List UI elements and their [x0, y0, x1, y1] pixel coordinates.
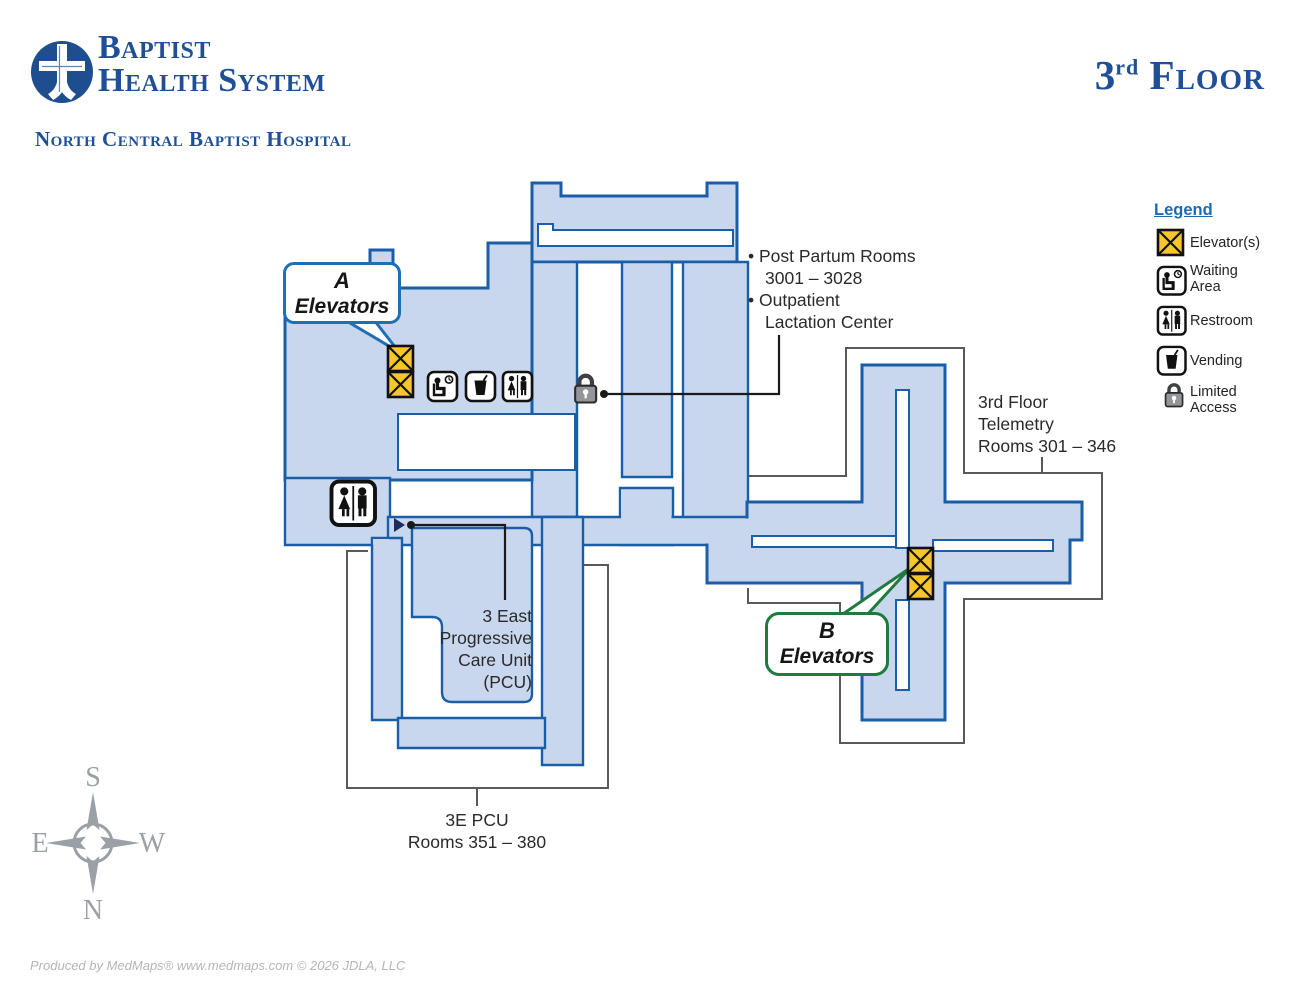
room-cutouts [397, 223, 1054, 691]
legend-restroom-icon [1156, 305, 1187, 336]
annotation-line: Telemetry [978, 414, 1054, 434]
annotation-line: • Outpatient [748, 290, 840, 310]
floor-ordinal: rd [1115, 54, 1140, 80]
legend-label-waiting-1: Waiting [1190, 263, 1238, 279]
legend-label-waiting-2: Area [1190, 279, 1221, 295]
pcu-annotation: 3 East Progressive Care Unit (PCU) [402, 605, 532, 693]
compass-south-label: S [85, 762, 101, 793]
cross-slot-vert-top [895, 389, 910, 549]
callout-b-line2: Elevators [779, 645, 875, 669]
postpartum-leader [604, 335, 781, 396]
north-tower-bar [530, 181, 739, 264]
leader-lines [411, 335, 781, 600]
annotation-line: Lactation Center [765, 312, 894, 332]
pcu-rooms-annotation: 3E PCU Rooms 351 – 380 [377, 809, 577, 853]
floor-word: Floor [1149, 52, 1265, 98]
restroom-icon [501, 370, 534, 403]
pcu-leader [411, 523, 507, 600]
producer-credit: Produced by MedMaps® www.medmaps.com © 2… [30, 958, 406, 973]
annotation-line: 3 East [482, 606, 532, 626]
legend-elevator-icon [1156, 228, 1185, 257]
elevator-a-icon [386, 344, 415, 373]
legend-limited-access-icon [1163, 383, 1185, 409]
callout-b-elevators: B Elevators [765, 612, 889, 676]
floor-title: 3rd Floor [1095, 55, 1265, 96]
north-tower-right-column [681, 260, 750, 520]
annotation-line: Progressive [439, 628, 532, 648]
floor-number: 3 [1094, 52, 1116, 98]
annotation-line: • Post Partum Rooms [748, 246, 916, 266]
junction-patch [621, 489, 672, 544]
legend-label-limited-2: Access [1190, 400, 1237, 416]
legend-label-limited-1: Limited [1190, 384, 1237, 400]
legend-waiting-area-icon [1156, 265, 1188, 297]
north-tower-left-column [530, 260, 579, 519]
pcu-marker-triangle [394, 518, 405, 532]
pcu-center-block [410, 526, 534, 704]
cross-slot-horiz-right [932, 539, 1054, 552]
annotation-line: 3E PCU [445, 810, 509, 830]
legend-label-restroom: Restroom [1190, 313, 1253, 329]
brand-name-line1: Baptist [98, 29, 211, 66]
elevator-b-icon [906, 546, 935, 575]
west-room-block [397, 413, 576, 471]
callout-a-line2: Elevators [294, 295, 390, 319]
compass-north-label: N [83, 895, 103, 926]
pcu-right-corridor [540, 515, 585, 767]
brand-name-line2: Health System [98, 62, 326, 99]
legend-label-elevators: Elevator(s) [1190, 235, 1261, 251]
waiting-area-icon [426, 370, 459, 403]
postpartum-annotation: • Post Partum Rooms 3001 – 3028 • Outpat… [748, 245, 916, 333]
callout-a-elevators: A Elevators [283, 262, 401, 324]
tower-slot [537, 223, 734, 247]
postpartum-leader-dot [600, 390, 608, 398]
legend-vending-icon [1156, 345, 1187, 376]
annotation-line: Care Unit [458, 650, 532, 670]
brand-logo [31, 41, 93, 103]
annotation-line: 3001 – 3028 [765, 268, 863, 288]
legend-label-vending: Vending [1190, 353, 1243, 369]
annotation-line: 3rd Floor [978, 392, 1049, 412]
annotation-line: (PCU) [483, 672, 532, 692]
annotation-line: Rooms 351 – 380 [407, 832, 547, 852]
annotation-line: Rooms 301 – 346 [978, 436, 1117, 456]
pcu-leader-dot [407, 521, 415, 529]
restroom-icon [329, 479, 377, 527]
pcu-left-corridor [370, 536, 404, 722]
elevator-a-icon [386, 370, 415, 399]
limited-access-icon [575, 376, 596, 403]
elevator-b-icon [906, 572, 935, 601]
hospital-name: North Central Baptist Hospital [35, 127, 352, 151]
pcu-bottom-bar [396, 716, 547, 750]
pcu-join-patch [373, 539, 389, 544]
compass-east-label: E [31, 828, 48, 859]
callout-a-line1: A [334, 268, 350, 293]
cross-slot-horiz-left [751, 535, 897, 548]
legend-title: Legend [1154, 201, 1213, 219]
cross-slot-vert-bottom [895, 599, 910, 691]
compass-west-label: W [139, 828, 166, 859]
compass-rose: S N E W [31, 762, 165, 926]
telemetry-annotation: 3rd Floor Telemetry Rooms 301 – 346 [978, 391, 1116, 457]
north-tower-mid-column [620, 260, 674, 479]
callout-b-line1: B [819, 618, 835, 643]
vending-icon [464, 370, 497, 403]
